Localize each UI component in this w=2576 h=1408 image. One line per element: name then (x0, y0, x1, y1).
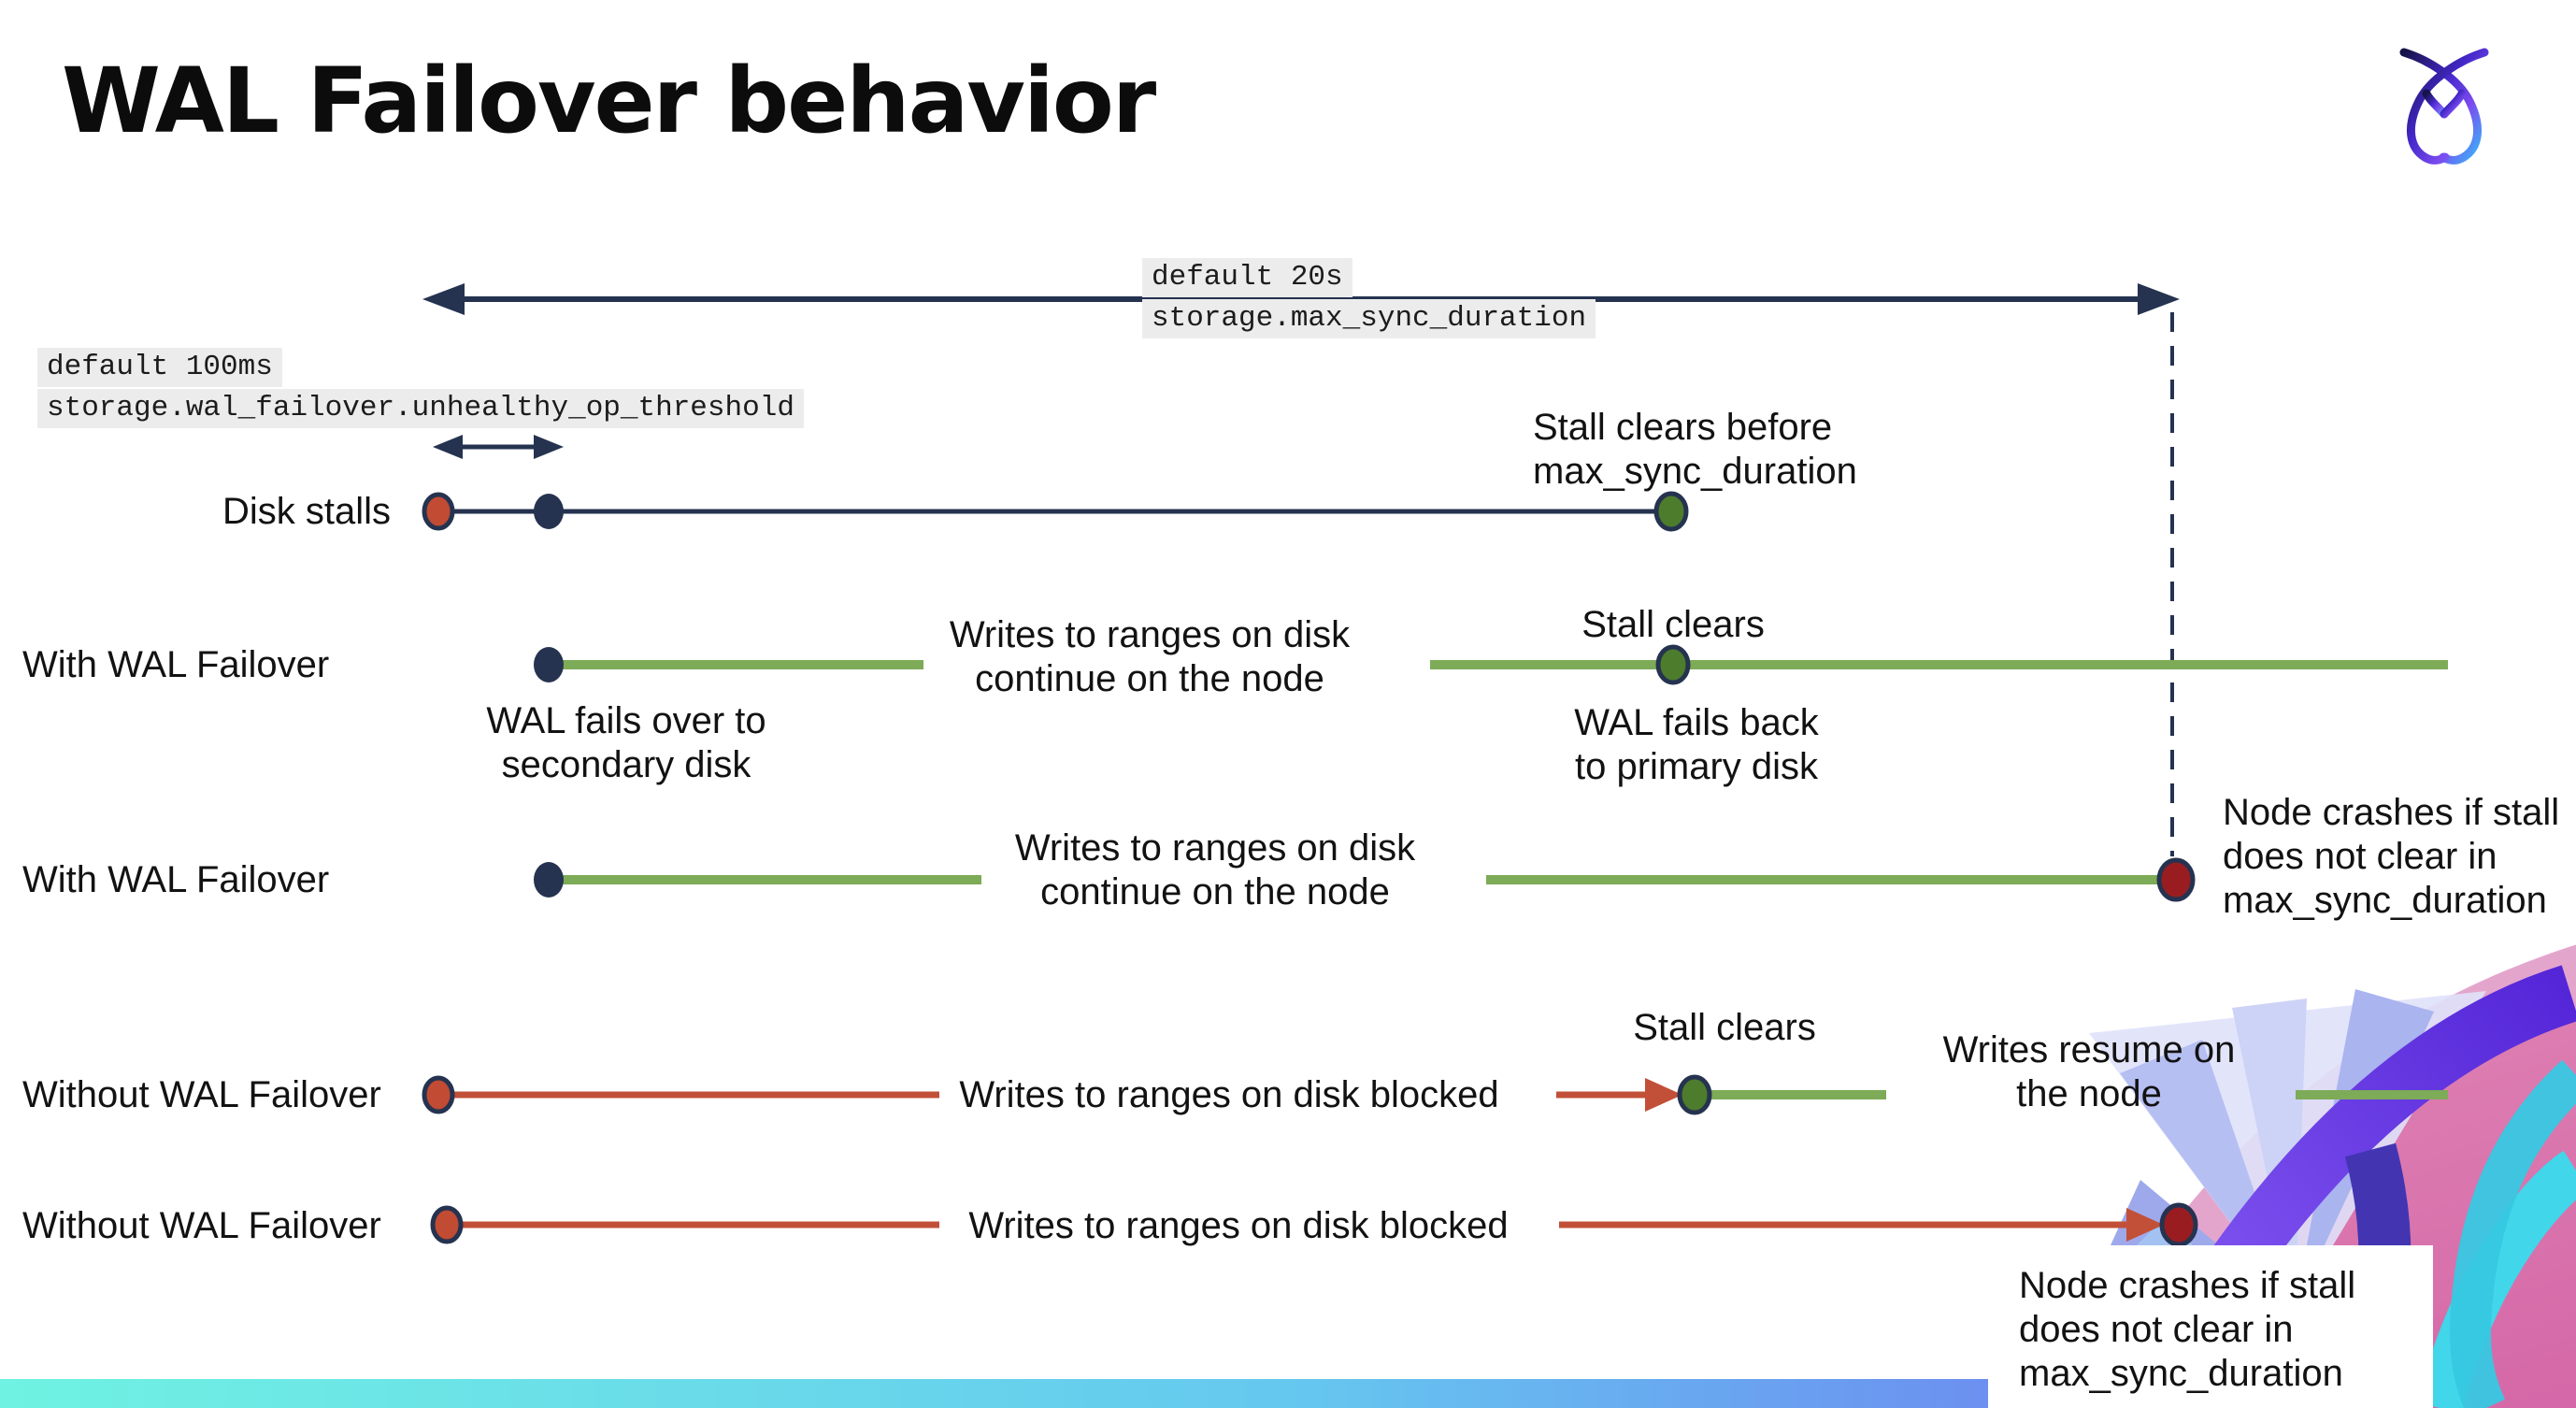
row-label-with-wal-failover-1: With WAL Failover (22, 644, 330, 685)
threshold-default-label: default 100ms (37, 348, 282, 387)
threshold-setting-value: storage.wal_failover.unhealthy_op_thresh… (37, 389, 804, 428)
row-label-disk-stalls: Disk stalls (222, 491, 392, 532)
max-sync-default-label: default 20s (1142, 258, 1352, 297)
note-writes-continue-2: Writes to ranges on disk continue on the… (1014, 827, 1416, 912)
note-writes-resume: Writes resume on the node (1942, 1029, 2236, 1114)
note-stall-clears-before: Stall clears before max_sync_duration (1533, 407, 1857, 492)
note-stall-clears-2: Stall clears (1633, 1007, 1816, 1048)
row-label-without-wal-failover-1: Without WAL Failover (22, 1074, 381, 1115)
note-writes-blocked-1: Writes to ranges on disk blocked (959, 1074, 1499, 1115)
cockroachdb-logo-icon (2399, 48, 2489, 165)
row-label-without-wal-failover-2: Without WAL Failover (22, 1205, 381, 1246)
timeline-with-wal-failover-2 (534, 857, 2196, 902)
crash-note-box (1988, 1245, 2433, 1408)
timeline-without-wal-failover-2 (430, 1202, 2198, 1247)
note-fails-over: WAL fails over to secondary disk (486, 700, 766, 785)
threshold-default-value: default 100ms (37, 348, 282, 387)
note-writes-blocked-2: Writes to ranges on disk blocked (968, 1205, 1509, 1246)
max-sync-default-value: default 20s (1142, 258, 1352, 297)
threshold-setting-label: storage.wal_failover.unhealthy_op_thresh… (37, 389, 804, 428)
page-title: WAL Failover behavior (62, 49, 1156, 153)
max-sync-setting-value: storage.max_sync_duration (1142, 299, 1596, 338)
note-node-crashes-1: Node crashes if stall does not clear in … (2223, 792, 2560, 921)
timeline-with-wal-failover-1 (534, 644, 2448, 685)
row-label-with-wal-failover-2: With WAL Failover (22, 859, 330, 900)
timeline-disk-stalls (422, 491, 1689, 532)
timeline-without-wal-failover-1 (422, 1074, 2448, 1115)
note-writes-continue-1: Writes to ranges on disk continue on the… (949, 614, 1351, 699)
note-node-crashes-2: Node crashes if stall does not clear in … (2019, 1265, 2356, 1394)
max-sync-setting-label: storage.max_sync_duration (1142, 299, 1596, 338)
unhealthy-op-threshold-span-arrow (433, 435, 564, 459)
note-stall-clears-1: Stall clears (1581, 604, 1765, 645)
note-fails-back: WAL fails back to primary disk (1574, 702, 1819, 787)
